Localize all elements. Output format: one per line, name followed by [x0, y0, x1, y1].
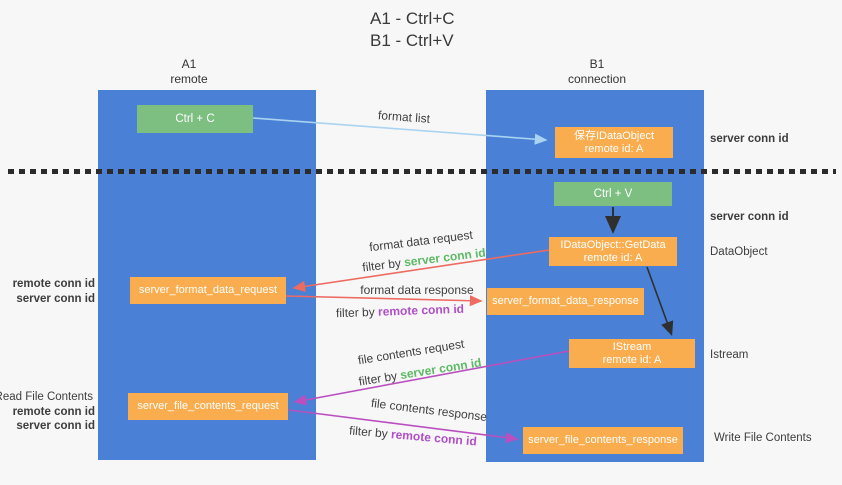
- title-line-2: B1 - Ctrl+V: [370, 31, 454, 50]
- format-response-label: server_format_data_response: [492, 295, 639, 307]
- file-contents-response-label: file contents response: [370, 395, 488, 425]
- ctrl-c-box: Ctrl + C: [137, 105, 253, 133]
- diagram-title: A1 - Ctrl+C B1 - Ctrl+V: [370, 8, 455, 52]
- file-request-label: server_file_contents_request: [137, 400, 279, 412]
- title-line-1: A1 - Ctrl+C: [370, 9, 455, 28]
- filter-by-text: filter by: [361, 255, 402, 275]
- filter-by-text: filter by: [357, 368, 399, 389]
- server-conn-id-text: server conn id: [403, 245, 487, 270]
- format-data-response-filter-label: filter by remote conn id: [336, 302, 464, 320]
- remote-conn-id-text: remote conn id: [377, 301, 465, 319]
- file-contents-response-filter-label: filter by remote conn id: [349, 423, 478, 448]
- getdata-line2: remote id: A: [583, 251, 643, 264]
- write-file-contents-label: Write File Contents: [714, 432, 812, 444]
- column-a1-role: remote: [170, 72, 208, 86]
- save-idataobject-line2: remote id: A: [584, 142, 644, 155]
- remote-conn-id-label-left-top: remote conn id: [12, 278, 95, 290]
- copy-paste-separator-line: [8, 169, 836, 174]
- save-idataobject-line1: 保存IDataObject: [573, 129, 655, 142]
- column-a1-header: A1 remote: [170, 57, 207, 87]
- filter-by-text: filter by: [348, 423, 389, 441]
- remote-conn-id-text: remote conn id: [390, 427, 478, 449]
- server-file-contents-request-box: server_file_contents_request: [128, 393, 288, 420]
- filter-by-text: filter by: [335, 304, 375, 321]
- format-list-label: format list: [377, 108, 431, 126]
- server-format-data-response-box: server_format_data_response: [487, 288, 644, 315]
- istream-side-label: Istream: [710, 349, 749, 361]
- istream-box: IStream remote id: A: [569, 339, 695, 368]
- ctrl-v-label: Ctrl + V: [593, 187, 633, 200]
- read-file-contents-label: Read File Contents: [0, 391, 93, 403]
- server-conn-id-text: server conn id: [399, 355, 483, 383]
- server-conn-id-label-left-bottom: server conn id: [16, 420, 95, 432]
- save-idataobject-box: 保存IDataObject remote id: A: [555, 127, 673, 158]
- format-request-label: server_format_data_request: [138, 284, 278, 296]
- server-conn-id-label-top-right: server conn id: [710, 133, 789, 145]
- remote-conn-id-label-left-bottom: remote conn id: [12, 406, 95, 418]
- column-b1-role: connection: [567, 72, 627, 86]
- getdata-line1: IDataObject::GetData: [560, 238, 666, 251]
- dataobject-label: DataObject: [710, 246, 768, 258]
- ctrl-c-label: Ctrl + C: [175, 112, 215, 125]
- column-a1-name: A1: [181, 57, 197, 71]
- column-b1-name: B1: [589, 57, 605, 71]
- server-conn-id-label-mid-right: server conn id: [710, 211, 789, 223]
- column-b1-header: B1 connection: [568, 57, 626, 87]
- server-file-contents-response-box: server_file_contents_response: [523, 427, 683, 454]
- format-data-response-label: format data response: [360, 283, 474, 297]
- server-format-data-request-box: server_format_data_request: [130, 277, 286, 304]
- file-response-label: server_file_contents_response: [528, 434, 678, 446]
- server-conn-id-label-left-top: server conn id: [16, 293, 95, 305]
- ctrl-v-box: Ctrl + V: [554, 182, 672, 206]
- istream-line1: IStream: [612, 340, 652, 353]
- istream-line2: remote id: A: [602, 353, 662, 366]
- idataobject-getdata-box: IDataObject::GetData remote id: A: [549, 237, 677, 266]
